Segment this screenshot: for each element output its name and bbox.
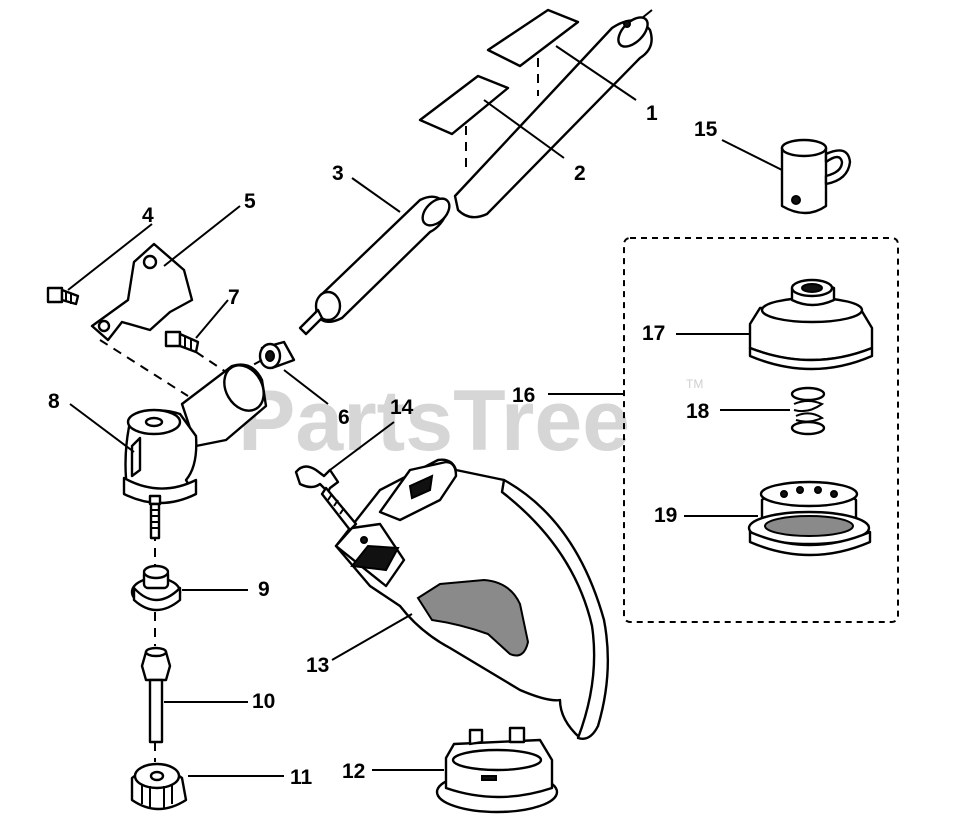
- part-screw-4[interactable]: [46, 286, 80, 306]
- callout-10: 10: [252, 690, 275, 713]
- spool-kit-group-box: [623, 237, 899, 623]
- part-bracket[interactable]: [90, 242, 194, 342]
- leader-lines: [67, 45, 790, 777]
- callout-6: 6: [338, 406, 350, 429]
- callout-19: 19: [654, 504, 677, 527]
- callout-18: 18: [686, 400, 710, 423]
- callout-13: 13: [306, 654, 329, 677]
- part-decal-label-1[interactable]: [486, 8, 580, 96]
- part-gearhead[interactable]: [122, 358, 272, 540]
- part-spool-tool[interactable]: [780, 138, 852, 215]
- gearhead-threaded-shaft: [149, 502, 161, 540]
- callout-12: 12: [342, 760, 365, 783]
- callout-14: 14: [390, 396, 414, 419]
- part-trimmer-head[interactable]: [435, 726, 559, 814]
- callout-9: 9: [258, 578, 270, 601]
- part-spool-cover[interactable]: [748, 278, 874, 371]
- part-shield[interactable]: [334, 458, 610, 740]
- callout-17: 17: [642, 322, 665, 345]
- part-spool[interactable]: [747, 480, 872, 557]
- watermark-text: PartsTree: [238, 373, 630, 469]
- callout-11: 11: [290, 766, 313, 789]
- watermark-trademark: TM: [686, 377, 703, 391]
- part-wing-screw[interactable]: [294, 465, 358, 532]
- part-bump-knob[interactable]: [130, 762, 188, 811]
- callout-16: 16: [512, 384, 535, 407]
- callout-3: 3: [332, 162, 344, 185]
- callout-4: 4: [142, 204, 154, 227]
- part-drive-washer[interactable]: [130, 564, 182, 612]
- callout-2: 2: [574, 162, 586, 185]
- callout-1: 1: [646, 102, 658, 125]
- part-extension-bolt[interactable]: [140, 646, 172, 744]
- callout-7: 7: [228, 286, 240, 309]
- part-upper-shaft[interactable]: [453, 9, 653, 219]
- part-lower-shaft[interactable]: [298, 194, 454, 336]
- part-decal-label-2[interactable]: [418, 74, 510, 170]
- callout-15: 15: [694, 118, 718, 141]
- callout-8: 8: [48, 390, 60, 413]
- callout-5: 5: [244, 190, 256, 213]
- part-spring[interactable]: [790, 386, 826, 436]
- part-spacer[interactable]: [258, 340, 296, 370]
- part-screw-7[interactable]: [164, 330, 200, 354]
